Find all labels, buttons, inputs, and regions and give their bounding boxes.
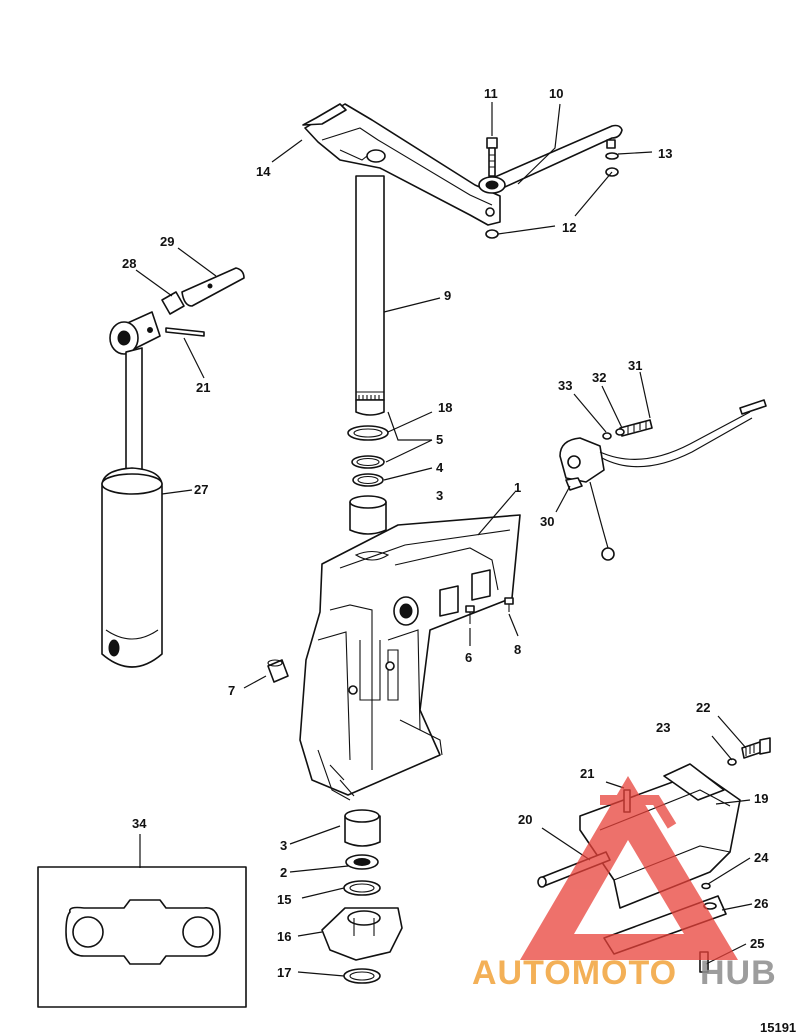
label-7: 7 xyxy=(228,683,235,698)
label-23: 23 xyxy=(656,720,670,735)
label-27: 27 xyxy=(194,482,208,497)
label-19: 19 xyxy=(754,791,768,806)
label-31: 31 xyxy=(628,358,642,373)
label-14: 14 xyxy=(256,164,271,179)
label-33: 33 xyxy=(558,378,572,393)
label-9: 9 xyxy=(444,288,451,303)
label-34: 34 xyxy=(132,816,147,831)
label-8: 8 xyxy=(514,642,521,657)
washer-stack-lower xyxy=(321,809,403,984)
steering-arm-assembly xyxy=(302,103,501,416)
label-18: 18 xyxy=(438,400,452,415)
watermark-triangle-icon xyxy=(520,776,738,960)
label-1: 1 xyxy=(514,480,521,495)
label-16: 16 xyxy=(277,929,291,944)
steering-link-assembly xyxy=(478,124,623,239)
trim-sender xyxy=(559,399,767,561)
watermark-text-orange: AUTOMOTO xyxy=(472,954,677,992)
label-3-lower: 3 xyxy=(280,838,287,853)
label-24: 24 xyxy=(754,850,769,865)
label-6: 6 xyxy=(465,650,472,665)
label-30: 30 xyxy=(540,514,554,529)
label-32: 32 xyxy=(592,370,606,385)
label-2: 2 xyxy=(280,865,287,880)
label-21-lower: 21 xyxy=(580,766,594,781)
bushing-7 xyxy=(267,659,289,683)
washer-stack-upper xyxy=(347,425,389,535)
label-11: 11 xyxy=(484,86,498,101)
label-25: 25 xyxy=(750,936,764,951)
label-10: 10 xyxy=(549,86,563,101)
label-20: 20 xyxy=(518,812,532,827)
label-4: 4 xyxy=(436,460,444,475)
label-3-upper: 3 xyxy=(436,488,443,503)
label-17: 17 xyxy=(277,965,291,980)
label-15: 15 xyxy=(277,892,291,907)
watermark-text-gray: HUB xyxy=(700,954,777,992)
trim-cylinder xyxy=(101,311,163,668)
cylinder-pins xyxy=(161,267,245,337)
label-29: 29 xyxy=(160,234,174,249)
label-28: 28 xyxy=(122,256,136,271)
screws-6-8 xyxy=(465,597,514,624)
callout-labels: 1 2 3 3 4 5 6 7 8 9 10 11 12 13 14 15 16… xyxy=(122,86,769,980)
swivel-bracket xyxy=(299,514,521,801)
watermark-logo xyxy=(520,776,738,960)
label-26: 26 xyxy=(754,896,768,911)
label-22: 22 xyxy=(696,700,710,715)
figure-number: 15191 xyxy=(760,1020,796,1035)
label-13: 13 xyxy=(658,146,672,161)
label-5: 5 xyxy=(436,432,443,447)
gasket-detail xyxy=(37,866,247,1008)
label-21-upper: 21 xyxy=(196,380,210,395)
label-12: 12 xyxy=(562,220,576,235)
